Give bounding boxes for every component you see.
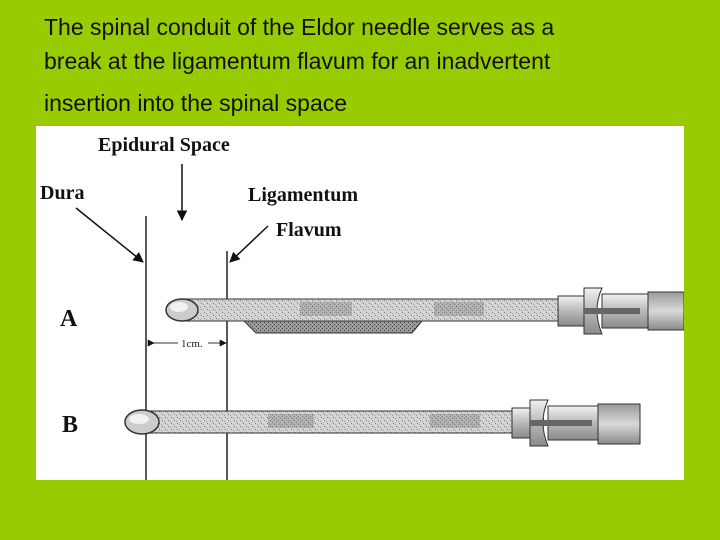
- label-ligamentum-line1: Ligamentum: [248, 184, 358, 206]
- label-ligamentum-line2: Flavum: [276, 219, 342, 241]
- needle-a-connector: [647, 291, 684, 331]
- needle-diagram: Epidural Space Dura Ligamentum Flavum A …: [36, 126, 684, 480]
- scale-label: 1cm.: [181, 338, 203, 350]
- title-line-2: break at the ligamentum flavum for an in…: [44, 48, 551, 74]
- needle-a-shaft: [181, 298, 559, 322]
- needle-a: [165, 287, 684, 335]
- needle-diagram-svg: Epidural Space Dura Ligamentum Flavum A …: [40, 134, 684, 480]
- label-needle-b: B: [62, 412, 78, 438]
- label-needle-a: A: [60, 306, 78, 332]
- label-dura: Dura: [40, 182, 84, 204]
- needle-a-spinal-conduit: [242, 320, 424, 334]
- slide-title: The spinal conduit of the Eldor needle s…: [44, 10, 694, 120]
- needle-b-connector: [597, 403, 641, 445]
- needle-b: [124, 399, 641, 447]
- scale-bar: 1cm.: [147, 338, 227, 350]
- title-line-1: The spinal conduit of the Eldor needle s…: [44, 14, 555, 40]
- ligamentum-arrow: [229, 225, 269, 263]
- label-epidural-space: Epidural Space: [98, 134, 230, 156]
- title-line-3: insertion into the spinal space: [44, 90, 348, 116]
- dura-arrow: [75, 207, 144, 263]
